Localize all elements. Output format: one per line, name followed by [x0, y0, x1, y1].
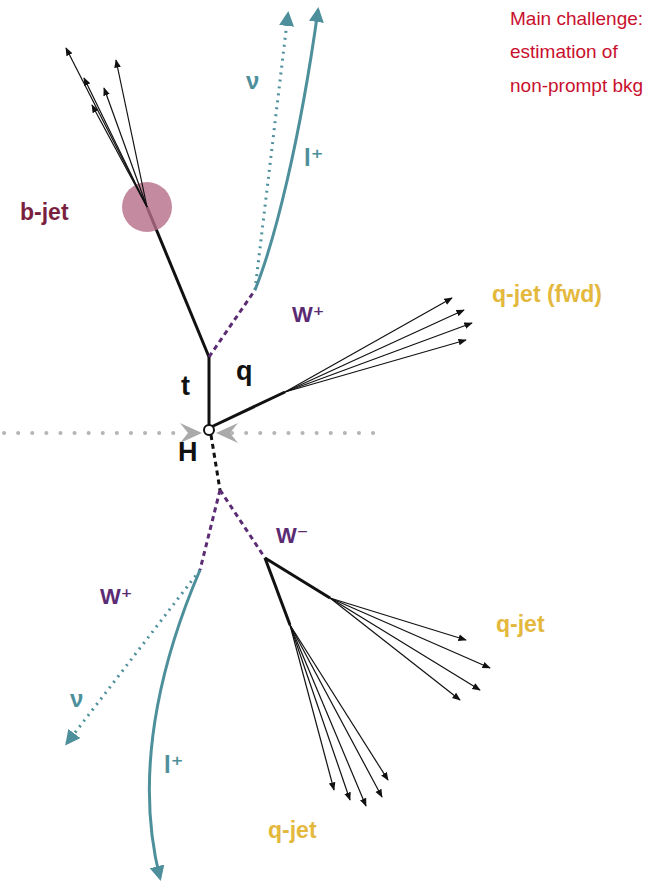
particle-label: H [178, 438, 198, 468]
jet-label: q-jet [268, 818, 317, 843]
particle-label: l⁺ [164, 752, 183, 778]
particle-label: W⁺ [292, 303, 324, 327]
jet-label: q-jet (fwd) [492, 282, 602, 307]
beam-arrowhead [216, 423, 238, 443]
neutrino-line [67, 570, 200, 743]
particle-label: t [181, 372, 190, 402]
b-jet-tracks [66, 48, 147, 207]
particle-label: W⁻ [276, 524, 308, 548]
higgs-branch [67, 435, 490, 878]
w-boson-line [209, 290, 255, 357]
particle-label: ν [70, 686, 83, 712]
jet-label: b-jet [20, 200, 69, 225]
vertex [204, 425, 214, 435]
fwd-jet-tracks [285, 298, 472, 392]
particle-label: ν [246, 68, 259, 94]
forward-quark [209, 298, 472, 428]
particle-label: W⁺ [100, 585, 132, 609]
top-branch [66, 10, 318, 428]
neutrino-line [255, 14, 288, 290]
jet-label: q-jet [496, 612, 545, 637]
particle-label: q [236, 357, 253, 387]
lepton-track [149, 570, 200, 878]
jet-tracks [290, 598, 490, 806]
note-text: Main challenge: estimation of non-prompt… [510, 2, 656, 102]
particle-label: l⁺ [304, 145, 323, 171]
